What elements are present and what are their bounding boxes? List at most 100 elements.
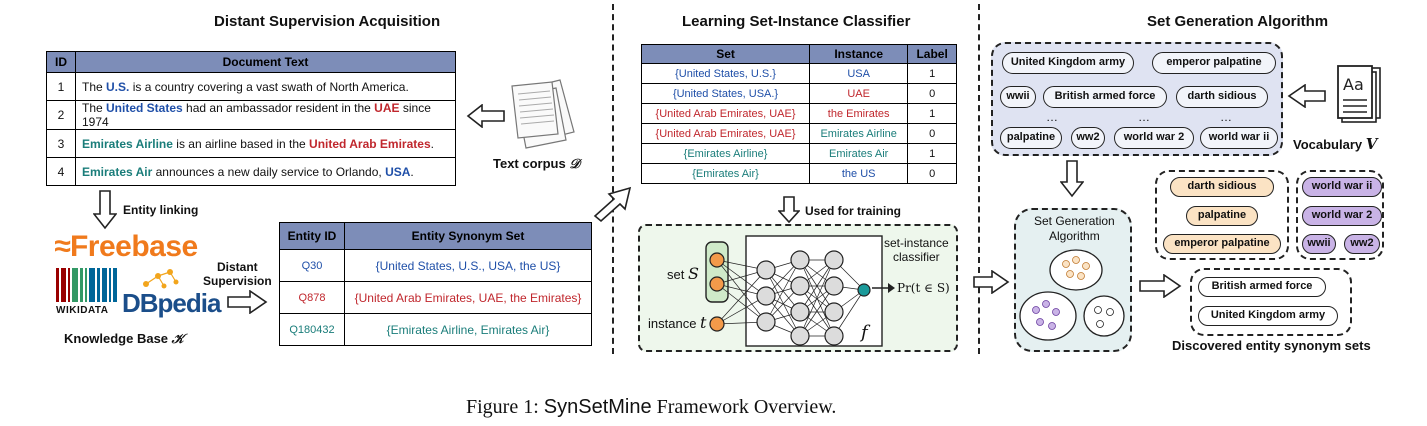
synonym-row: Q878{United Arab Emirates, UAE, the Emir… — [279, 281, 592, 314]
doc-row-id: 3 — [46, 129, 76, 158]
training-table: Set Instance Label {United States, U.S.}… — [640, 44, 957, 184]
train-header-set: Set — [640, 44, 811, 64]
entity-id: Q878 — [279, 281, 345, 314]
entity-mention: United States — [106, 101, 183, 115]
doc-row-id: 4 — [46, 157, 76, 186]
nn-edge — [716, 283, 767, 323]
training-row: {United Arab Emirates, UAE}Emirates Airl… — [640, 123, 957, 144]
entity-mention: Emirates Air — [82, 164, 153, 179]
hidden-node — [790, 276, 810, 296]
arrow-diagonal-icon — [593, 186, 632, 223]
text-fragment: . — [410, 164, 414, 179]
training-set: {United States, U.S.} — [640, 63, 811, 84]
discovered-term: British armed force — [1198, 277, 1326, 297]
doc-row-text: The United States had an ambassador resi… — [75, 100, 456, 130]
doc-row-text: The U.S. is a country covering a vast sw… — [75, 72, 456, 101]
discovered-label: Discovered entity synonym sets — [1172, 338, 1371, 353]
vocabulary-term: British armed force — [1043, 86, 1167, 108]
discovered-white-box — [1190, 268, 1352, 336]
vocabulary-term: world war 2 — [1114, 127, 1194, 149]
text-corpus-label: Text corpus 𝒟 — [493, 156, 580, 172]
nn-edge — [716, 259, 767, 323]
generation-title: Set Generation Algorithm — [1147, 13, 1329, 30]
discovered-term: darth sidious — [1170, 177, 1274, 197]
doc-row-text: Emirates Airline is an airline based in … — [75, 129, 456, 158]
hidden-node — [824, 250, 844, 270]
nn-edge — [799, 259, 835, 337]
arrow-right-icon-discovered — [1139, 274, 1182, 298]
vocabulary-term: ww2 — [1071, 127, 1105, 149]
discovered-term: palpatine — [1186, 206, 1258, 226]
entity-synonym-set: {United Arab Emirates, UAE, the Emirates… — [344, 281, 592, 314]
syn-header-id: Entity ID — [279, 222, 345, 250]
training-label: 1 — [907, 63, 957, 84]
discovered-term: wwii — [1302, 234, 1336, 254]
vocab-ellipsis-3: … — [1220, 110, 1232, 124]
nn-edge — [799, 259, 835, 313]
discovered-term: United Kingdom army — [1198, 306, 1338, 326]
arrow-right-icon-generation — [973, 270, 1010, 294]
knowledge-base-label: Knowledge Base 𝒦 — [64, 331, 184, 347]
text-fragment: since 1974 — [82, 101, 431, 129]
doc-row-id: 2 — [46, 100, 76, 130]
wikidata-logo — [56, 268, 117, 302]
output-arrow-icon — [872, 283, 895, 293]
text-fragment: . — [430, 136, 434, 151]
arrow-right-icon — [227, 290, 268, 314]
training-label: 0 — [907, 163, 957, 184]
training-instance: the Emirates — [809, 103, 909, 124]
text-fragment: The — [82, 79, 107, 94]
entity-synonym-set: {Emirates Airline, Emirates Air} — [344, 313, 592, 346]
training-set: {United Arab Emirates, UAE} — [640, 123, 811, 144]
training-instance: UAE — [809, 83, 909, 104]
hidden-node — [824, 302, 844, 322]
text-fragment: is a country covering a vast swath of No… — [129, 79, 409, 94]
training-instance: Emirates Air — [809, 143, 909, 164]
entity-id: Q180432 — [279, 313, 345, 346]
training-label: 1 — [907, 143, 957, 164]
arrow-down-icon-training — [778, 196, 800, 224]
entity-id: Q30 — [279, 249, 345, 282]
training-label: 0 — [907, 123, 957, 144]
hidden-node — [824, 276, 844, 296]
hidden-node — [790, 302, 810, 322]
separator-left — [612, 4, 614, 354]
doc-row-text: Emirates Air announces a new daily servi… — [75, 157, 456, 186]
set-input-label: set S — [667, 264, 699, 283]
doc-header-id: ID — [46, 51, 76, 73]
training-label: 0 — [907, 83, 957, 104]
discovered-term: world war ii — [1302, 177, 1382, 197]
training-instance: Emirates Airline — [809, 123, 909, 144]
arrow-down-icon-algorithm — [1060, 160, 1084, 198]
hidden-node — [824, 326, 844, 346]
discovered-term: world war 2 — [1302, 206, 1382, 226]
arrow-left-icon-vocab — [1287, 84, 1326, 108]
f-symbol: f — [861, 322, 868, 343]
input-node — [709, 316, 725, 332]
vocabulary-term: world war ii — [1200, 127, 1278, 149]
training-set: {Emirates Air} — [640, 163, 811, 184]
arrow-left-icon — [466, 104, 505, 128]
doc-header-text: Document Text — [75, 51, 456, 73]
output-node — [857, 283, 871, 297]
output-probability-label: Pr(t ∈ S) — [897, 281, 950, 295]
vocabulary-term: wwii — [1000, 86, 1036, 108]
entity-synonym-set: {United States, U.S., USA, the US} — [344, 249, 592, 282]
nn-edge — [765, 269, 801, 337]
hidden-node — [756, 312, 776, 332]
figure-caption: Figure 1: SynSetMine Framework Overview. — [466, 396, 837, 418]
text-fragment: announces a new daily service to Orlando… — [152, 164, 386, 179]
entity-linking-label: Entity linking — [123, 203, 199, 217]
train-header-label: Label — [907, 44, 957, 64]
classifier-title: Learning Set-Instance Classifier — [682, 13, 911, 30]
